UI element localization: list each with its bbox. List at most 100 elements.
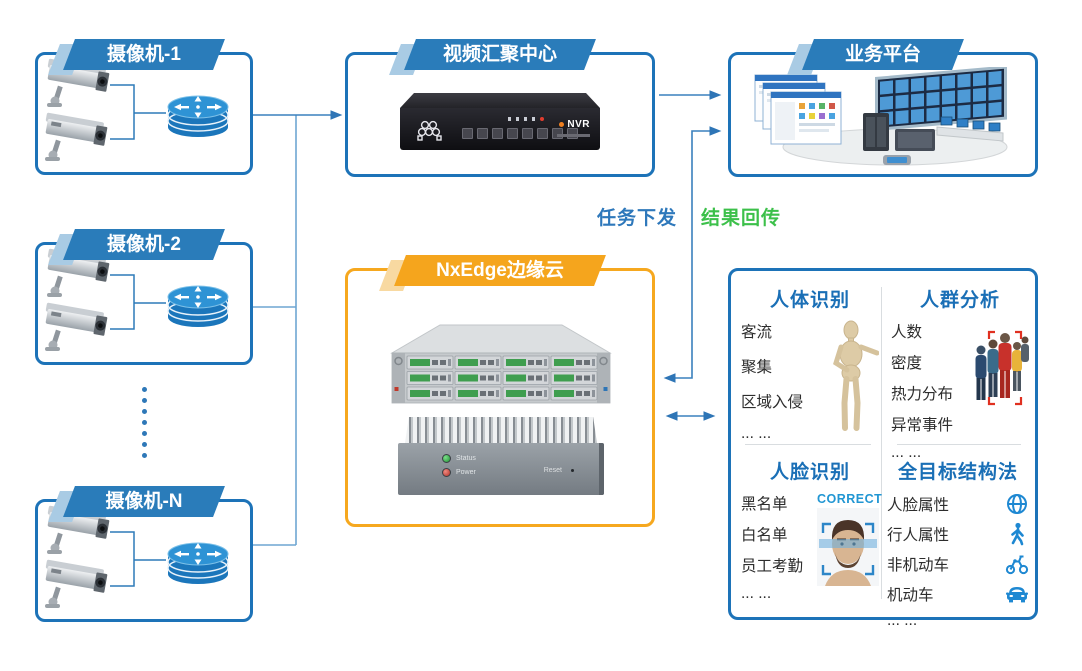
router-icon xyxy=(167,95,229,138)
list-item: 人脸属性 xyxy=(887,497,950,514)
camera-icon xyxy=(43,559,109,608)
camera-group-n-title: 摄像机-N xyxy=(105,491,183,512)
platform-box: 业务平台 xyxy=(728,39,1038,177)
camera-group-1-box: 摄像机-1 xyxy=(35,39,253,175)
operator-desks-illustration xyxy=(936,116,1004,142)
list-item: 员工考勤 xyxy=(741,558,804,575)
server-cabinets-illustration xyxy=(863,113,935,151)
reset-label: Reset xyxy=(543,467,562,474)
quadrant-full-target-structuring: 全目标结构法 人脸属性 行人属性 xyxy=(887,453,1029,629)
platform-title: 业务平台 xyxy=(844,44,921,65)
router-icon xyxy=(167,542,229,585)
camera-collector-wire xyxy=(253,115,297,546)
status-led xyxy=(442,454,451,463)
horizontal-divider xyxy=(897,444,1021,445)
list-item: 客流 xyxy=(741,324,773,341)
quadrant-item-list: 黑名单 白名单 员工考勤 ... ... xyxy=(741,492,817,612)
quadrant-title: 人体识别 xyxy=(769,290,850,311)
face-attribute-icon xyxy=(1007,494,1027,514)
task-dispatch-label: 任务下发 xyxy=(597,208,678,229)
face-recognition-illustration xyxy=(817,508,879,586)
list-item: ... ... xyxy=(741,425,772,442)
quadrant-item-list: 客流 聚集 区域入侵 ... ... xyxy=(741,320,825,456)
nvr-red-led xyxy=(540,117,544,121)
vertical-divider xyxy=(881,287,882,599)
camera-icon xyxy=(43,112,109,161)
correct-badge: CORRECT xyxy=(817,492,883,506)
quadrant-title: 人群分析 xyxy=(919,290,1000,311)
list-item: 热力分布 xyxy=(891,386,954,403)
video-center-title: 视频汇聚中心 xyxy=(442,44,557,65)
list-item: ... ... xyxy=(891,444,922,461)
detection-brackets xyxy=(987,330,1023,406)
camera-group-1-header: 摄像机-1 xyxy=(48,39,225,75)
reset-hole xyxy=(571,469,574,472)
nvr-brand-subtext xyxy=(557,134,590,137)
list-item: 异常事件 xyxy=(891,417,954,434)
app-windows-illustration xyxy=(754,74,842,145)
camera-group-1-title: 摄像机-1 xyxy=(107,44,181,65)
video-center-header: 视频汇聚中心 xyxy=(389,39,596,75)
platform-header: 业务平台 xyxy=(787,39,964,75)
non-motor-vehicle-icon xyxy=(1005,555,1029,575)
nvr-logo-icon xyxy=(417,120,442,141)
list-item: 白名单 xyxy=(741,527,788,544)
status-led-label: Status xyxy=(456,455,476,462)
list-item: 聚集 xyxy=(741,359,773,376)
list-item: 黑名单 xyxy=(741,496,788,513)
quadrant-face-recognition: 人脸识别 黑名单 白名单 员工考勤 ... ... CORRECT xyxy=(741,453,883,612)
nvr-brand-dot-icon xyxy=(559,122,565,127)
list-item: ... ... xyxy=(887,612,918,629)
nvr-device: NVR xyxy=(400,93,600,150)
quadrant-title: 全目标结构法 xyxy=(897,462,1018,483)
edge-cloud-header: NxEdge边缘云 xyxy=(379,255,606,291)
heatsink-fins xyxy=(405,417,597,443)
list-item: ... ... xyxy=(741,585,772,602)
mannequin-illustration xyxy=(833,320,879,431)
detection-brackets xyxy=(821,522,875,576)
camera-router-illustration xyxy=(43,58,229,161)
nvr-indicators xyxy=(508,117,544,121)
list-item: 行人属性 xyxy=(887,527,950,544)
video-center-box: 视频汇聚中心 xyxy=(345,39,655,177)
camera-group-2-title: 摄像机-2 xyxy=(107,234,181,255)
edge-cloud-title: NxEdge边缘云 xyxy=(436,260,564,281)
nvr-brand-text: NVR xyxy=(567,119,590,130)
nvr-brand: NVR xyxy=(559,119,590,130)
list-item: 机动车 xyxy=(887,587,934,604)
crowd-illustration xyxy=(975,330,1029,406)
more-camera-groups-ellipsis xyxy=(142,387,147,458)
list-item: 人数 xyxy=(891,324,923,341)
edge-cloud-box: NxEdge边缘云 Status Pow xyxy=(345,255,655,527)
horizontal-divider xyxy=(745,444,871,445)
power-led-label: Power xyxy=(456,469,476,476)
quadrant-title: 人脸识别 xyxy=(769,462,850,483)
camera-group-2-header: 摄像机-2 xyxy=(48,229,225,265)
edge-appliance-illustration: Status Power Reset xyxy=(398,417,604,495)
nvr-top-face xyxy=(400,93,600,108)
pedestrian-icon xyxy=(1011,522,1024,546)
camera-router-illustration xyxy=(43,248,229,351)
platform-edge-task-result-arrow xyxy=(663,126,722,383)
power-led xyxy=(442,468,451,477)
camera-group-n-header: 摄像机-N xyxy=(48,486,225,522)
quadrant-item-list: 人数 密度 热力分布 异常事件 ... ... xyxy=(891,320,985,471)
rack-server-illustration xyxy=(390,324,612,404)
camera-icon xyxy=(43,302,109,351)
result-return-label: 结果回传 xyxy=(701,208,782,229)
camera-group-n-box: 摄像机-N xyxy=(35,486,253,622)
camera-group-2-box: 摄像机-2 xyxy=(35,229,253,365)
quadrant-crowd-analysis: 人群分析 人数 密度 热力分布 异常事件 ... ... xyxy=(891,281,1029,461)
motor-vehicle-icon xyxy=(1006,587,1028,603)
camera-router-illustration xyxy=(43,505,229,608)
list-item: 非机动车 xyxy=(887,557,950,574)
nvr-buttons xyxy=(462,128,578,139)
router-icon xyxy=(167,285,229,328)
list-item: 区域入侵 xyxy=(741,394,804,411)
analytics-box: 人体识别 客流 聚集 区域入侵 ... ... xyxy=(728,268,1038,629)
quadrant-body-recognition: 人体识别 客流 聚集 区域入侵 ... ... xyxy=(741,281,879,443)
list-item: 密度 xyxy=(891,355,923,372)
nvr-front-panel: NVR xyxy=(400,108,600,150)
